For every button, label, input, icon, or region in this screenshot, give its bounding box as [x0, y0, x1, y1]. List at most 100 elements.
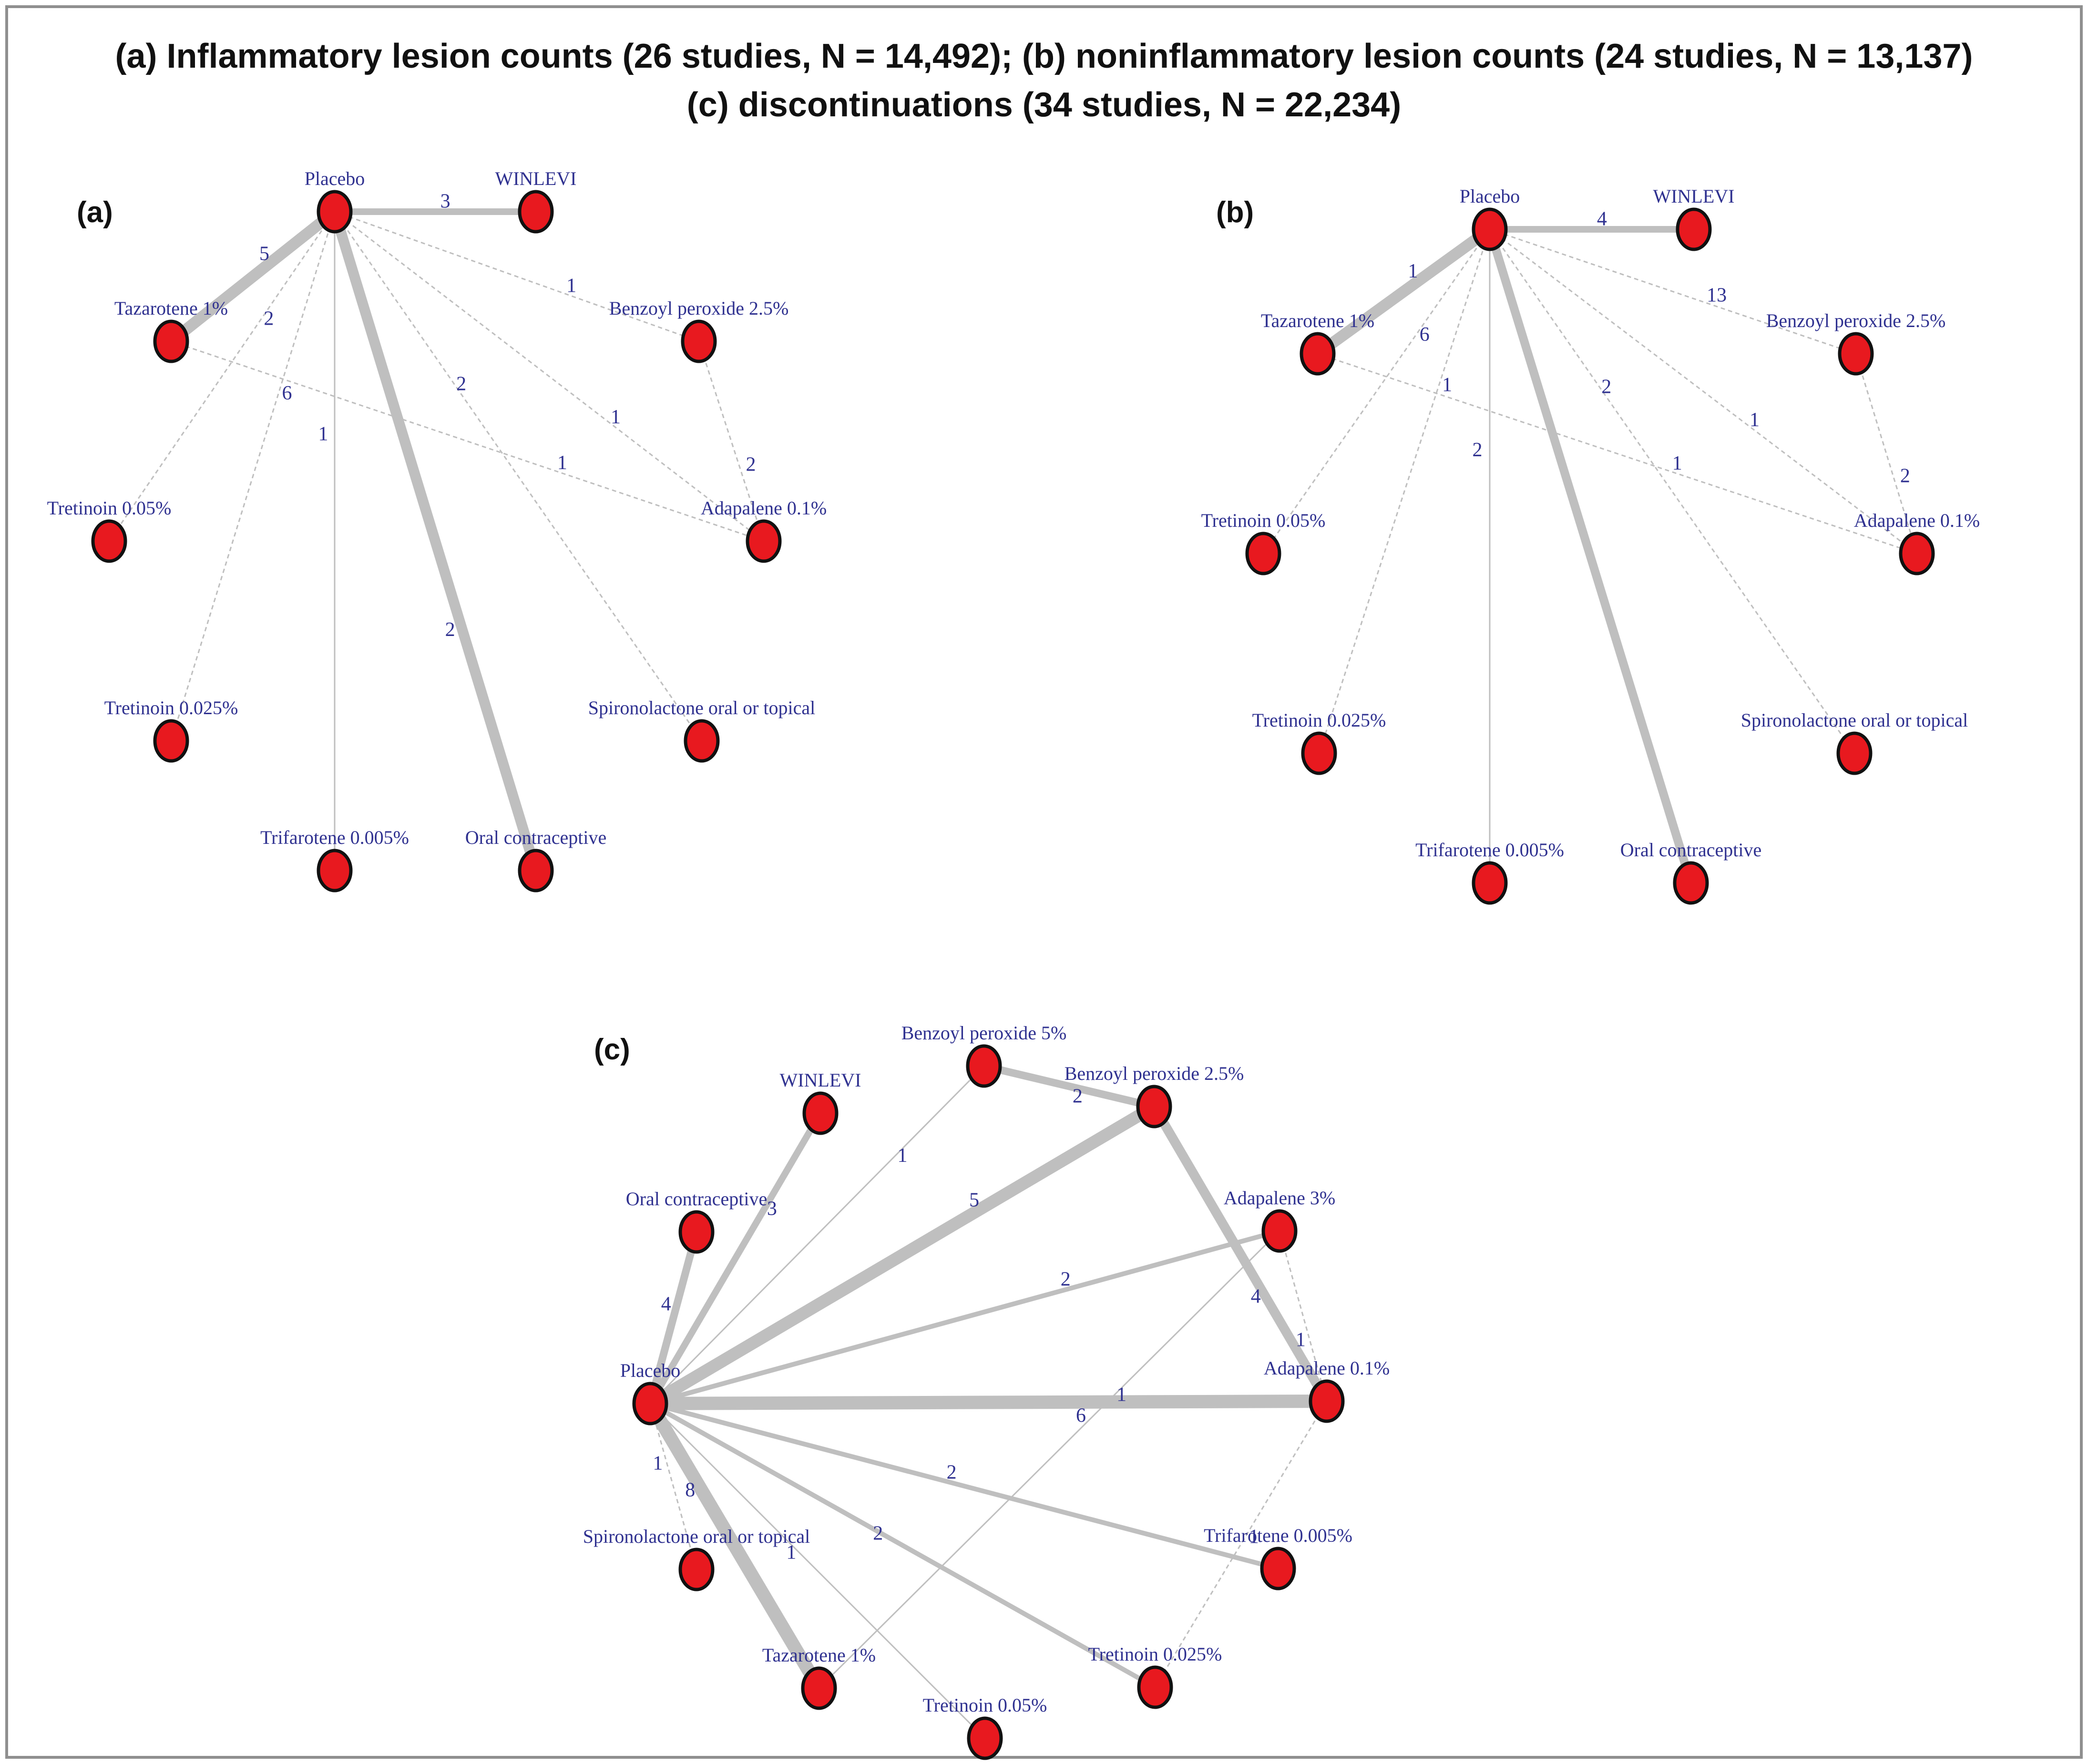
- node-label-a-trifarotene: Trifarotene 0.005%: [260, 827, 409, 848]
- edge-b-tazarotene-adap01: [1317, 353, 1917, 554]
- edge-label-c-placebo-adap01: 6: [1076, 1405, 1086, 1426]
- node-a-spiro: [684, 719, 720, 763]
- edge-c-placebo-tret005: [649, 1403, 986, 1739]
- panel-tag-b: (b): [1216, 196, 1254, 229]
- edge-a-placebo-adap01: [334, 211, 764, 542]
- node-a-tret005: [91, 519, 127, 563]
- edge-label-c-adap01-tret0025: 1: [1249, 1526, 1259, 1548]
- node-c-tazarotene: [801, 1666, 837, 1710]
- node-label-a-winlevi: WINLEVI: [495, 168, 576, 189]
- edge-label-b-placebo-tazarotene: 1: [1408, 260, 1418, 282]
- edge-label-c-placebo-trifarotene: 2: [947, 1462, 957, 1484]
- edge-c-placebo-oc: [646, 1231, 700, 1405]
- node-a-placebo: [317, 190, 353, 234]
- node-label-b-spiro: Spironolactone oral or topical: [1741, 709, 1968, 731]
- edge-b-placebo-bp25: [1489, 228, 1856, 355]
- edge-label-c-placebo-tazarotene: 8: [685, 1479, 695, 1501]
- edge-b-placebo-tret005: [1262, 229, 1491, 554]
- node-a-bp25: [681, 319, 717, 363]
- node-a-adap01: [746, 519, 782, 563]
- node-label-b-winlevi: WINLEVI: [1653, 185, 1734, 207]
- edge-a-placebo-spiro: [334, 211, 703, 741]
- edge-c-placebo-winlevi: [647, 1111, 824, 1405]
- edge-b-placebo-adap01: [1489, 228, 1917, 554]
- edge-c-placebo-tazarotene: [644, 1400, 825, 1692]
- node-a-tret0025: [153, 719, 189, 763]
- edge-c-bp25-adap01: [1150, 1104, 1331, 1404]
- node-b-tret0025: [1301, 731, 1337, 775]
- edge-c-placebo-bp5: [649, 1065, 985, 1405]
- figure-border: [5, 5, 2083, 1759]
- node-label-c-placebo: Placebo: [620, 1360, 681, 1381]
- edge-c-placebo-adap01: [650, 1395, 1327, 1410]
- edge-label-c-bp5-bp25: 2: [1073, 1085, 1083, 1107]
- node-b-tret005: [1245, 532, 1281, 575]
- edge-label-a-placebo-oc: 2: [445, 619, 455, 641]
- node-label-a-tret0025: Tretinoin 0.025%: [104, 697, 238, 718]
- node-a-oc: [518, 849, 554, 892]
- edge-label-a-placebo-adap01: 1: [611, 406, 621, 428]
- node-b-placebo: [1472, 207, 1508, 251]
- edge-label-b-placebo-winlevi: 4: [1597, 208, 1607, 230]
- node-label-c-spiro: Spironolactone oral or topical: [583, 1526, 810, 1547]
- node-label-b-oc: Oral contraceptive: [1620, 839, 1762, 861]
- node-a-tazarotene: [153, 319, 189, 363]
- edge-c-placebo-bp25: [647, 1101, 1157, 1409]
- edge-label-a-placebo-bp25: 1: [566, 275, 576, 297]
- node-c-bp5: [966, 1044, 1002, 1088]
- edge-label-b-placebo-bp25: 13: [1707, 284, 1727, 306]
- edge-label-c-placebo-bp5: 1: [898, 1145, 908, 1167]
- node-a-trifarotene: [317, 849, 353, 892]
- node-c-spiro: [678, 1548, 715, 1591]
- edge-c-placebo-tret0025: [649, 1401, 1157, 1690]
- edge-a-tazarotene-adap01: [171, 340, 764, 542]
- panel-tag-a: (a): [77, 196, 113, 229]
- figure-title-line1: (a) Inflammatory lesion counts (26 studi…: [115, 37, 1973, 75]
- edge-label-b-placebo-trifarotene: 2: [1473, 439, 1483, 461]
- node-label-b-tret0025: Tretinoin 0.025%: [1252, 709, 1386, 731]
- edge-c-bp5-bp25: [983, 1062, 1155, 1110]
- edge-b-placebo-tazarotene: [1314, 225, 1494, 359]
- node-c-trifarotene: [1260, 1547, 1296, 1590]
- node-c-adap01: [1309, 1379, 1345, 1423]
- edge-label-a-tazarotene-adap01: 1: [557, 452, 567, 474]
- node-label-c-oc: Oral contraceptive: [626, 1188, 768, 1210]
- edge-label-b-placebo-tret005: 6: [1420, 324, 1430, 346]
- edge-a-placebo-tret005: [108, 211, 336, 542]
- edge-label-a-placebo-tret0025: 6: [282, 382, 292, 404]
- node-label-c-tret0025: Tretinoin 0.025%: [1088, 1643, 1222, 1665]
- edge-label-a-placebo-trifarotene: 1: [318, 423, 328, 445]
- node-c-adap3: [1261, 1209, 1298, 1253]
- node-b-oc: [1673, 861, 1709, 905]
- node-label-b-tret005: Tretinoin 0.05%: [1201, 510, 1326, 531]
- node-c-placebo: [632, 1382, 668, 1426]
- node-c-bp25: [1136, 1085, 1172, 1128]
- node-b-spiro: [1836, 731, 1873, 775]
- edge-c-placebo-trifarotene: [649, 1401, 1279, 1571]
- edge-b-placebo-tret0025: [1318, 229, 1491, 754]
- node-label-a-spiro: Spironolactone oral or topical: [588, 697, 816, 718]
- node-label-b-tazarotene: Tazarotene 1%: [1261, 310, 1374, 331]
- edge-c-adap3-adap01: [1279, 1231, 1328, 1402]
- node-label-a-tazarotene: Tazarotene 1%: [114, 297, 228, 319]
- node-label-c-adap3: Adapalene 3%: [1224, 1187, 1335, 1209]
- edge-a-placebo-bp25: [334, 211, 699, 342]
- edge-label-b-tazarotene-adap01: 1: [1672, 452, 1682, 474]
- edge-c-adap3-tazarotene: [818, 1230, 1280, 1689]
- node-label-c-winlevi: WINLEVI: [779, 1069, 861, 1091]
- node-c-oc: [678, 1210, 715, 1254]
- edge-label-a-placebo-spiro: 2: [456, 373, 466, 395]
- node-label-c-trifarotene: Trifarotene 0.005%: [1204, 1525, 1352, 1546]
- edge-b-placebo-oc: [1485, 228, 1695, 884]
- edge-label-a-bp25-adap01: 2: [746, 454, 756, 476]
- edge-label-c-placebo-bp25: 5: [969, 1189, 979, 1211]
- edge-label-c-adap3-adap01: 1: [1296, 1329, 1306, 1351]
- figure-title-line2: (c) discontinuations (34 studies, N = 22…: [687, 86, 1401, 124]
- node-label-b-bp25: Benzoyl peroxide 2.5%: [1766, 310, 1946, 331]
- node-b-trifarotene: [1472, 861, 1508, 905]
- edge-label-c-placebo-oc: 4: [661, 1293, 671, 1315]
- node-label-b-adap01: Adapalene 0.1%: [1854, 510, 1980, 531]
